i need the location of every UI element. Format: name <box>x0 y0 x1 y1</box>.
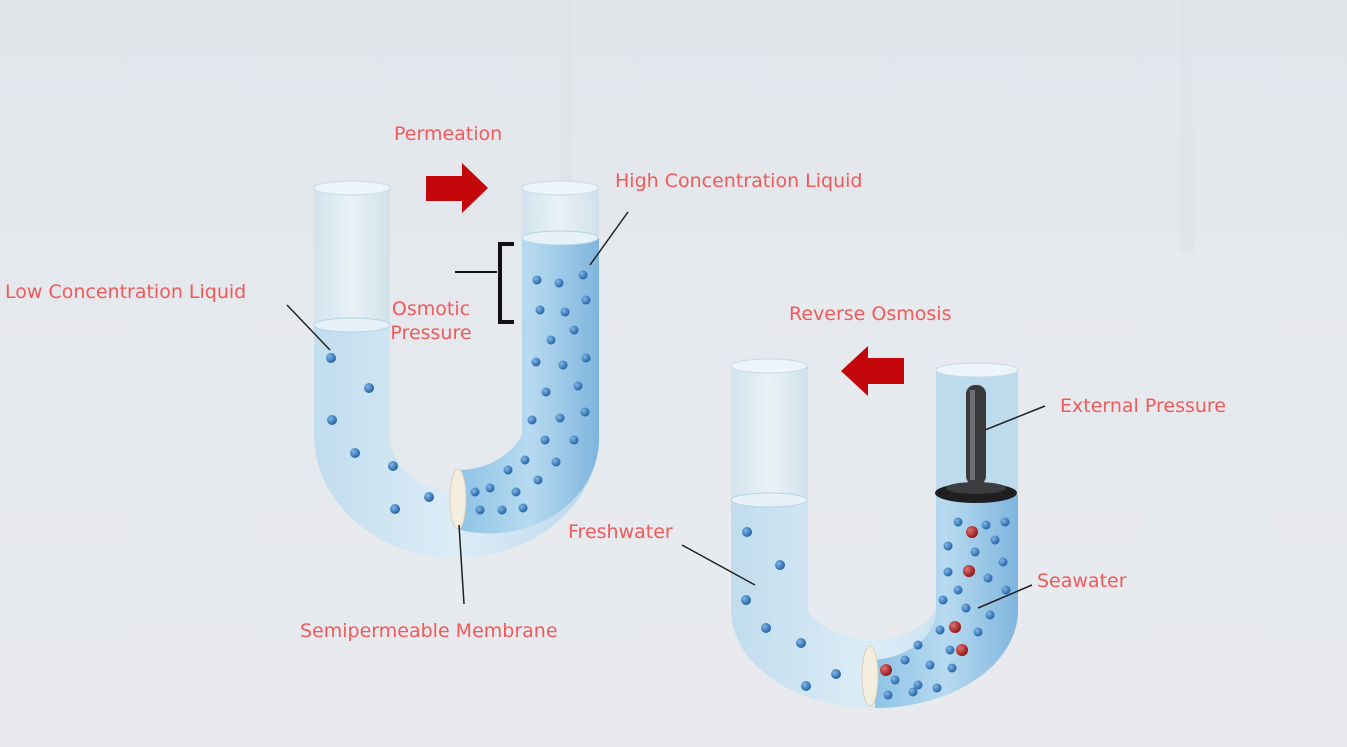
osmotic-pressure-label: Osmotic Pressure <box>385 297 477 345</box>
semipermeable-membrane-label: Semipermeable Membrane <box>300 620 558 642</box>
high-concentration-liquid-label: High Concentration Liquid <box>615 170 863 192</box>
seawater-label: Seawater <box>1037 570 1127 592</box>
leader-lines-right <box>681 405 1046 609</box>
leader-lines-left <box>286 211 629 605</box>
membrane-right <box>861 645 879 707</box>
solute-particles-left <box>326 270 591 515</box>
reverse-osmosis-label: Reverse Osmosis <box>789 303 952 325</box>
arrow-left-icon <box>841 346 904 396</box>
particles-right <box>741 517 1011 700</box>
osmotic-pressure-bracket <box>455 242 514 324</box>
osmosis-u-tube <box>313 180 600 559</box>
permeation-label: Permeation <box>394 123 503 145</box>
osmotic-pressure-label-line1: Osmotic <box>391 298 471 320</box>
freshwater-label: Freshwater <box>568 521 673 543</box>
low-concentration-liquid-label: Low Concentration Liquid <box>5 281 247 303</box>
osmotic-pressure-label-line2: Pressure <box>390 322 472 344</box>
piston-icon <box>935 385 1017 503</box>
external-pressure-label: External Pressure <box>1060 395 1226 417</box>
membrane-left <box>449 468 467 530</box>
arrow-right-icon <box>426 163 488 213</box>
